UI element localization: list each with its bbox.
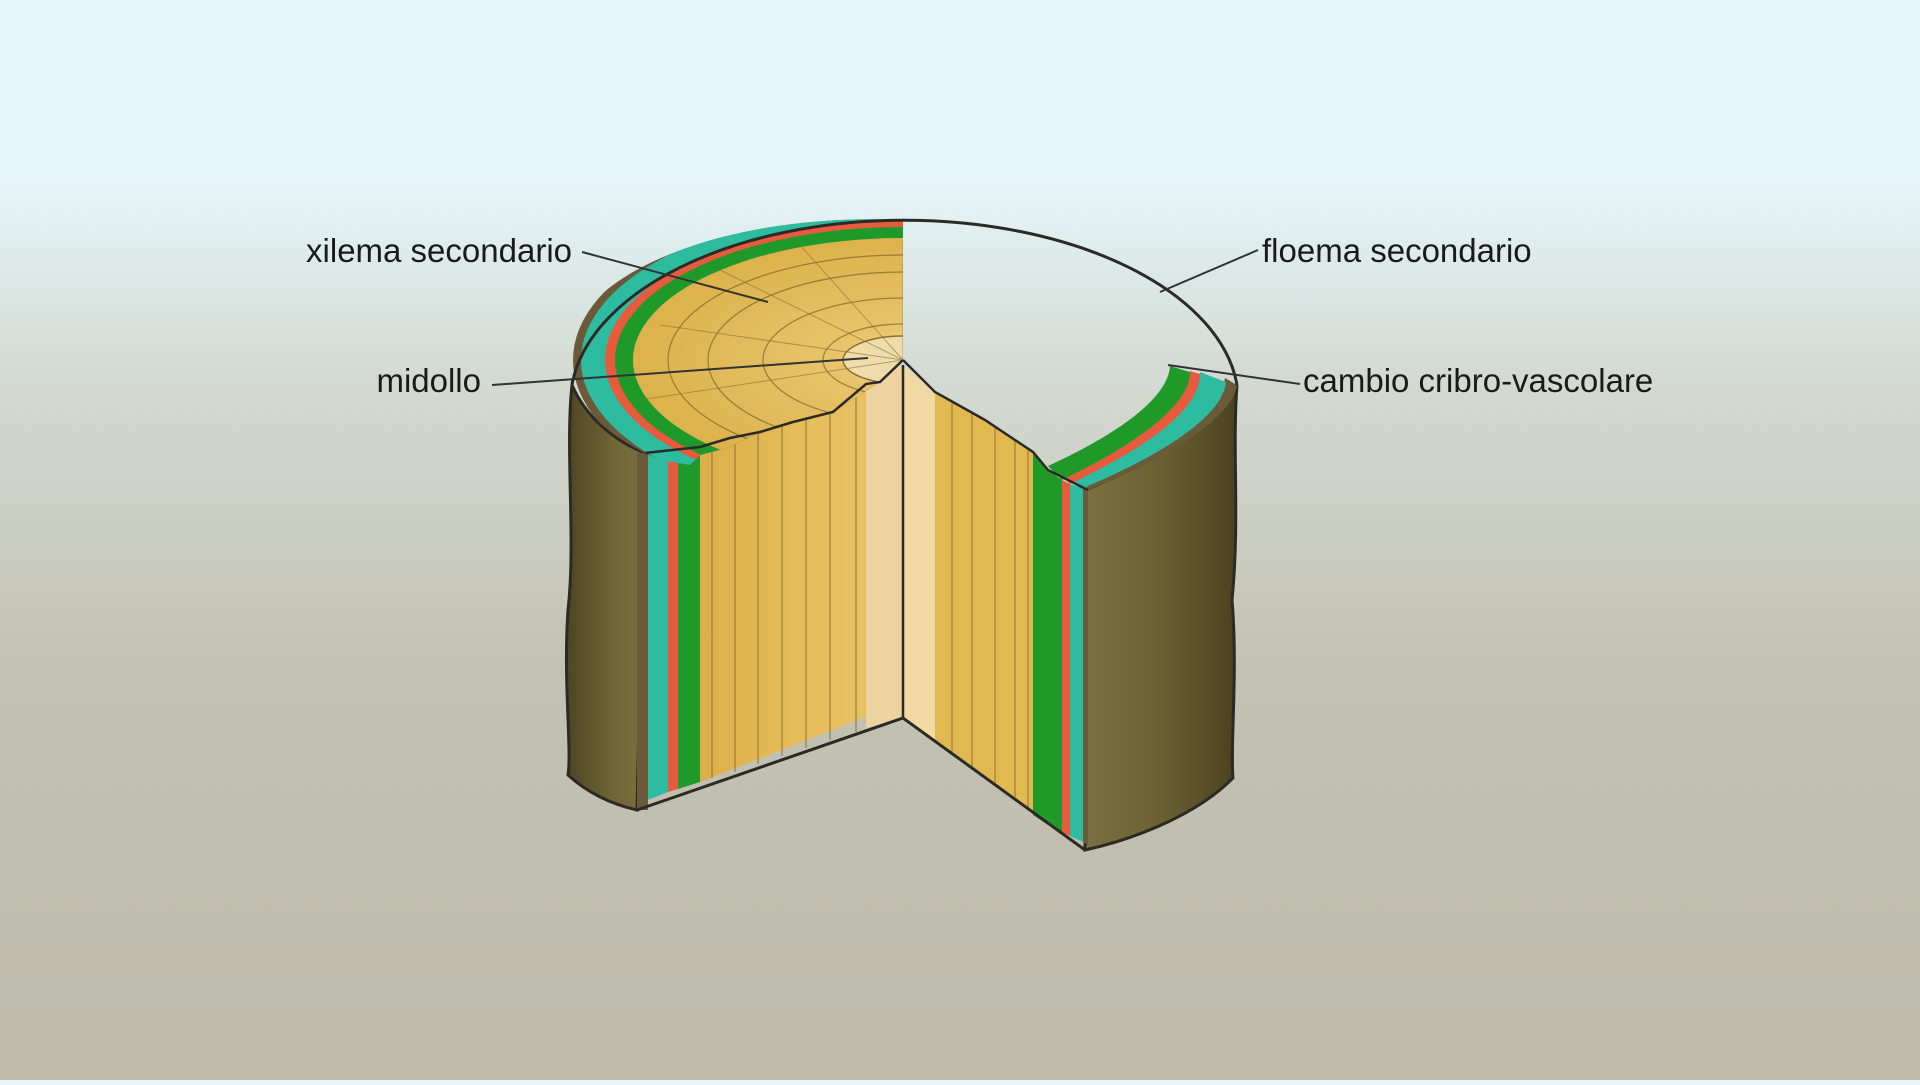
cut-left-pith xyxy=(866,365,903,728)
label-cambio-cribro-vascolare: cambio cribro-vascolare xyxy=(1303,362,1654,399)
label-midollo: midollo xyxy=(376,362,481,399)
label-floema-secondario: floema secondario xyxy=(1262,232,1532,269)
grain-lines xyxy=(711,395,1029,810)
cut-right-cambium xyxy=(1033,452,1062,832)
leader-lines xyxy=(491,249,1301,386)
top-outline xyxy=(570,218,1239,386)
cut-left-red xyxy=(668,449,678,792)
bark-left xyxy=(564,379,647,812)
cut-right-floema xyxy=(1070,484,1083,842)
label-xilema-secondario: xilema secondario xyxy=(306,232,572,269)
cut-left-bark xyxy=(637,453,648,810)
cut-left-floema xyxy=(648,450,668,800)
cut-right-xylem xyxy=(903,365,1048,825)
leader-cambio xyxy=(1167,364,1301,385)
cut-right-bark-edge xyxy=(1083,488,1088,845)
top-face-rings-right xyxy=(1048,366,1237,490)
leader-xilema xyxy=(581,251,769,303)
cut-left-xylem xyxy=(700,365,903,782)
cut-right-pith xyxy=(903,365,935,740)
cut-left-cambium xyxy=(678,447,700,789)
leader-midollo xyxy=(491,357,869,386)
cut-right-red xyxy=(1062,480,1070,836)
leader-floema xyxy=(1159,249,1259,293)
